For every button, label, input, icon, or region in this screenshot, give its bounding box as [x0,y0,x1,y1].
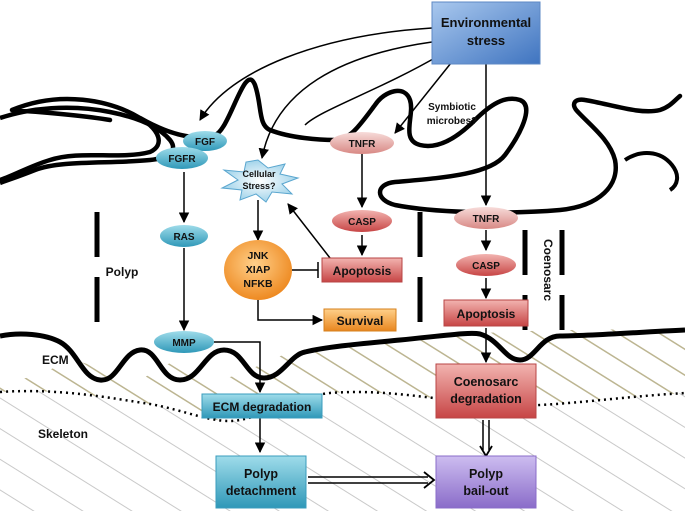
skeleton-region-label: Skeleton [38,427,88,441]
arrow-stress-to-tnfr-polyp [394,57,456,134]
arrow-apoptosis-to-cellular [287,203,331,259]
survival-label: Survival [337,314,384,328]
inhibit-jnk-apoptosis [292,262,319,278]
apoptosis-polyp-box [321,257,403,283]
skeleton-region [0,391,685,511]
arrow-jnk-to-survival [257,300,324,326]
casp-coeno-label: CASP [472,261,500,272]
polyp-tentacle-left [0,105,176,186]
arrow-mmp-to-ecm-deg [214,341,266,394]
casp-polyp-oval [332,210,392,232]
casp-coeno-oval [456,254,516,276]
ecm-degradation-box [201,393,323,419]
symbiotic-microbes-label-2: microbes? [427,116,478,127]
mmp-oval [154,331,214,353]
apoptosis-coeno-box [443,299,529,327]
tnfr-polyp-oval [330,132,394,154]
polyp-detachment-box [215,455,307,509]
polyp-detachment-label-2: detachment [226,484,297,498]
polyp-detachment-label-1: Polyp [244,467,278,481]
polyp-bailout-box [435,455,537,509]
coenosarc-region-label: Coenosarc [541,239,555,301]
ras-oval [160,225,208,247]
arrow-stress-to-polyp-curve [304,54,441,126]
symbiotic-microbes-label-1: Symbiotic [428,102,476,113]
fgf-oval [183,131,227,151]
fgf-label: FGF [195,137,215,148]
cellular-stress-label-1: Cellular [242,169,276,179]
polyp-region-label: Polyp [106,265,139,279]
polyp-bailout-label-2: bail-out [463,484,509,498]
coenosarc-degradation-label-2: degradation [450,392,522,406]
environmental-stress-label-1: Environmental [441,15,531,30]
polyp-bailout-label-1: Polyp [469,467,503,481]
casp-polyp-label: CASP [348,217,376,228]
arrow-stress-to-fgf [199,27,433,121]
arrow-stress-to-cellular [258,41,433,160]
fgfr-oval [156,147,208,169]
cellular-stress-label-2: Stress? [242,181,275,191]
fgfr-label: FGFR [168,154,196,165]
double-arrow-detachment-bailout [308,471,436,489]
nfkb-label: NFKB [243,278,273,290]
apoptosis-polyp-label: Apoptosis [333,264,392,278]
coenosarc-tentacle-right [623,151,679,192]
mmp-label: MMP [172,338,196,349]
ras-label: RAS [173,232,194,243]
cellular-stress-burst [220,159,300,203]
xiap-label: XIAP [246,264,271,276]
tnfr-coeno-oval [454,207,518,229]
environmental-stress-box [431,1,541,65]
tnfr-polyp-label: TNFR [349,139,376,150]
ecm-degradation-label: ECM degradation [213,400,312,414]
tnfr-coeno-label: TNFR [473,214,500,225]
survival-box [323,308,397,332]
jnk-label: JNK [247,250,268,262]
environmental-stress-label-2: stress [467,33,505,48]
coenosarc-degradation-label-1: Coenosarc [454,375,519,389]
coenosarc-degradation-box [435,363,537,419]
ecm-line [0,327,685,383]
apoptosis-coeno-label: Apoptosis [457,307,516,321]
ecm-region-label: ECM [42,353,69,367]
jnk-xiap-nfkb-circle [224,240,292,300]
